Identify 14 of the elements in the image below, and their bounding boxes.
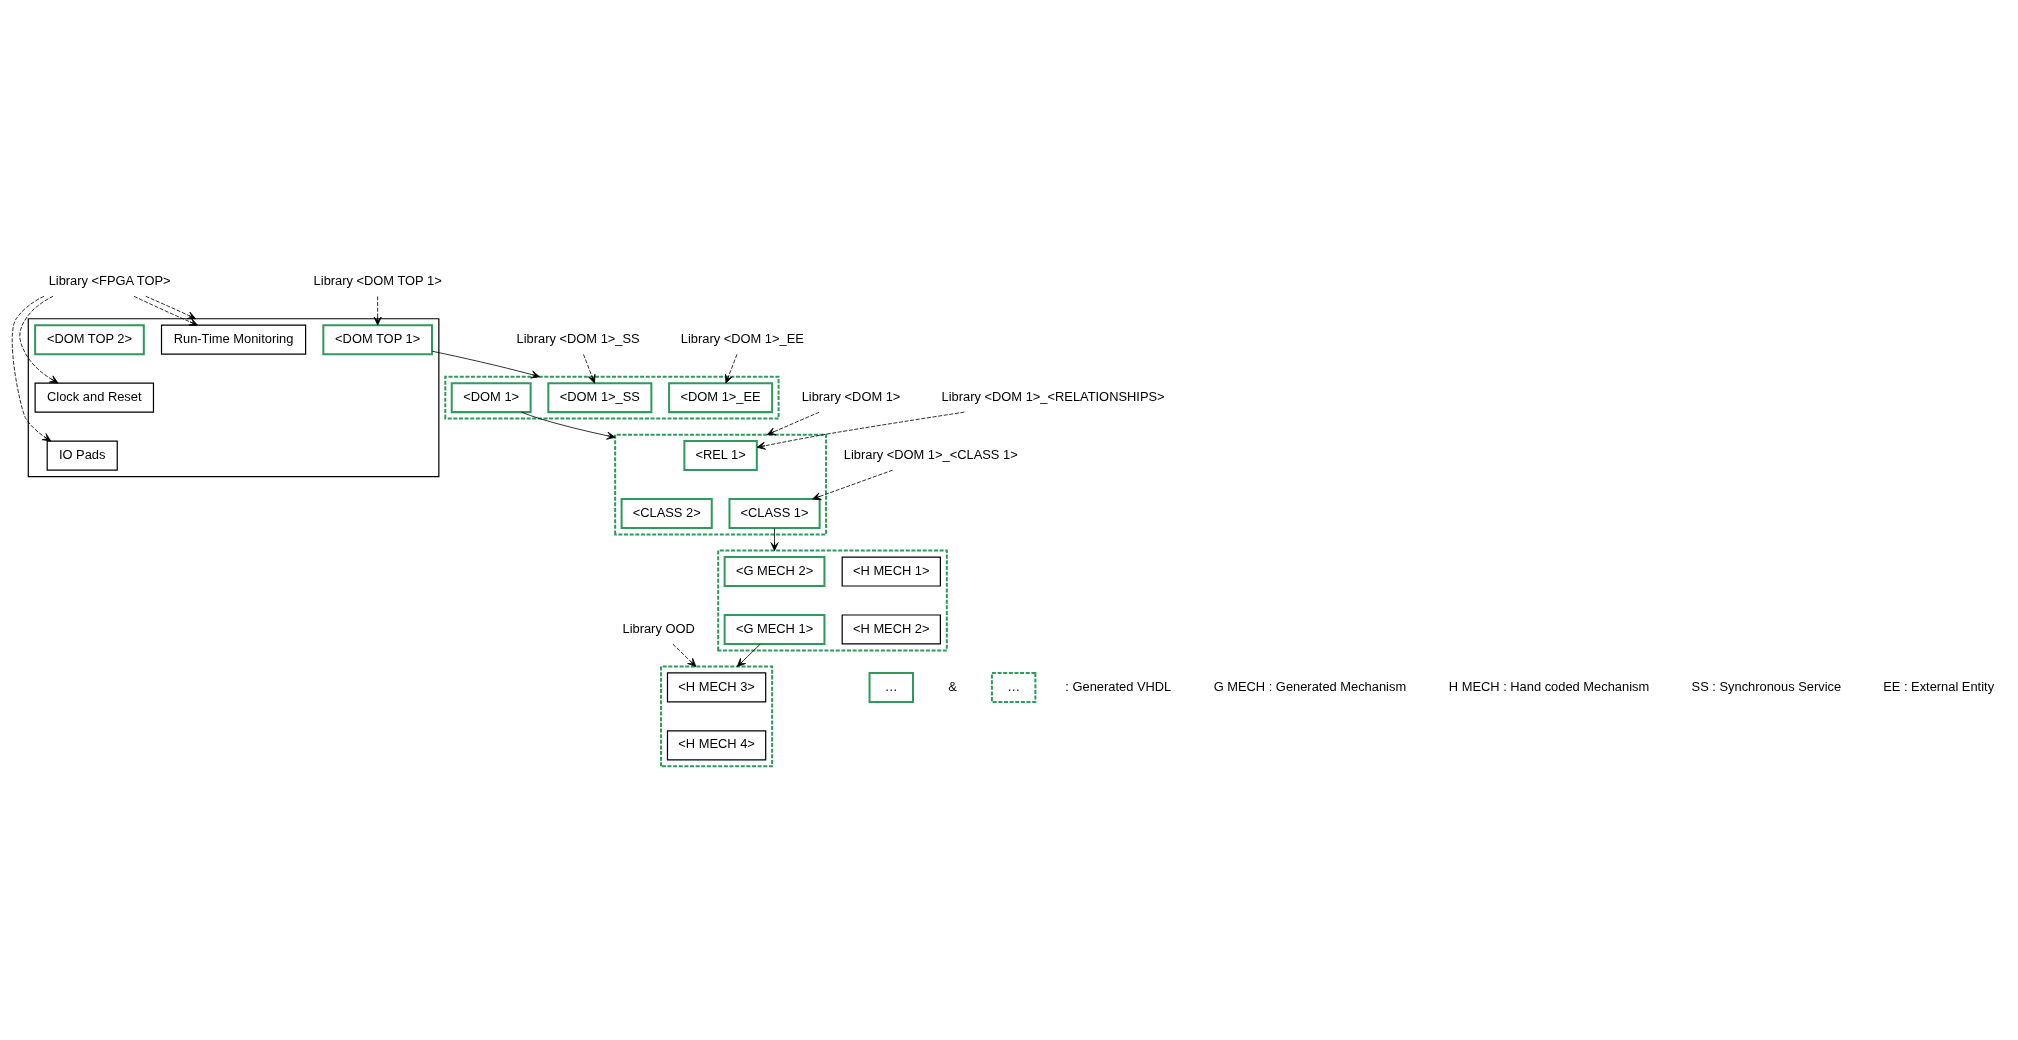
- label: SS : Synchronous Service: [1691, 678, 1842, 694]
- node-text: Library <DOM 1>_<RELATIONSHIPS>: [941, 388, 1165, 404]
- node-text: Library <DOM 1>: [801, 388, 901, 404]
- label: : Generated VHDL: [1065, 678, 1172, 694]
- label: H MECH : Hand coded Mechanism: [1448, 678, 1650, 694]
- node-text: Library <DOM 1>_<CLASS 1>: [843, 446, 1018, 462]
- node-text: Library <DOM 1>_SS: [516, 330, 640, 346]
- label: G MECH : Generated Mechanism: [1213, 678, 1407, 694]
- node-text: Library <DOM 1>_EE: [680, 330, 804, 346]
- label: EE : External Entity: [1883, 678, 1995, 694]
- node-text: Library OOD: [622, 620, 695, 636]
- node-text: Library <DOM TOP 1>: [313, 272, 442, 288]
- label: &: [948, 678, 957, 694]
- node-text: Library <FPGA TOP>: [48, 272, 171, 288]
